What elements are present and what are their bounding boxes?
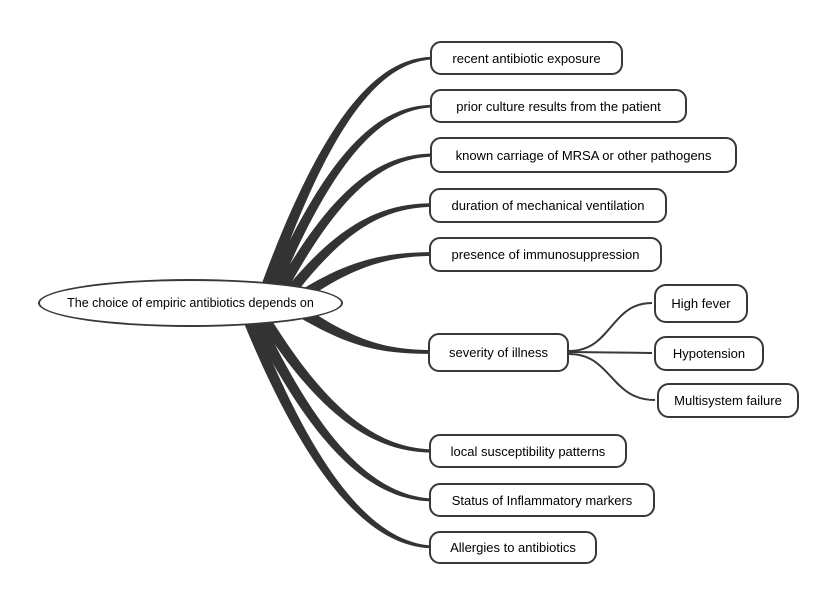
node-allergies-to-antibiotics[interactable]: Allergies to antibiotics <box>429 531 597 564</box>
edge-root-branch-5 <box>298 305 435 354</box>
node-label: recent antibiotic exposure <box>452 50 601 66</box>
node-label: Allergies to antibiotics <box>450 540 576 555</box>
node-local-susceptibility-patterns[interactable]: local susceptibility patterns <box>429 434 627 468</box>
edge-root-branch-3 <box>276 203 437 310</box>
node-known-carriage-mrsa[interactable]: known carriage of MRSA or other pathogen… <box>430 137 737 173</box>
node-recent-antibiotic-exposure[interactable]: recent antibiotic exposure <box>430 41 623 75</box>
node-high-fever[interactable]: High fever <box>654 284 748 323</box>
node-multisystem-failure[interactable]: Multisystem failure <box>657 383 799 418</box>
node-status-inflammatory-markers[interactable]: Status of Inflammatory markers <box>429 483 655 517</box>
node-presence-immunosuppression[interactable]: presence of immunosuppression <box>429 237 662 272</box>
node-label: severity of illness <box>449 345 548 360</box>
node-prior-culture-results[interactable]: prior culture results from the patient <box>430 89 687 123</box>
edge-severity-child-1 <box>568 351 653 354</box>
root-node[interactable]: The choice of empiric antibiotics depend… <box>38 279 343 327</box>
node-label: duration of mechanical ventilation <box>451 198 645 213</box>
node-label: Hypotension <box>672 346 746 361</box>
node-label: presence of immunosuppression <box>451 247 640 262</box>
edge-severity-child-2 <box>568 353 656 401</box>
edge-severity-child-0 <box>568 302 653 352</box>
root-node-label: The choice of empiric antibiotics depend… <box>67 296 314 310</box>
node-label: prior culture results from the patient <box>456 98 661 114</box>
node-label: local susceptibility patterns <box>450 443 606 459</box>
node-label: Multisystem failure <box>674 393 782 408</box>
node-duration-mechanical-ventilation[interactable]: duration of mechanical ventilation <box>429 188 667 223</box>
edge-root-branch-4 <box>284 252 436 313</box>
node-label: known carriage of MRSA or other pathogen… <box>455 147 712 163</box>
node-severity-of-illness[interactable]: severity of illness <box>428 333 569 372</box>
node-hypotension[interactable]: Hypotension <box>654 336 764 371</box>
node-label: High fever <box>671 296 731 311</box>
node-label: Status of Inflammatory markers <box>451 492 633 508</box>
